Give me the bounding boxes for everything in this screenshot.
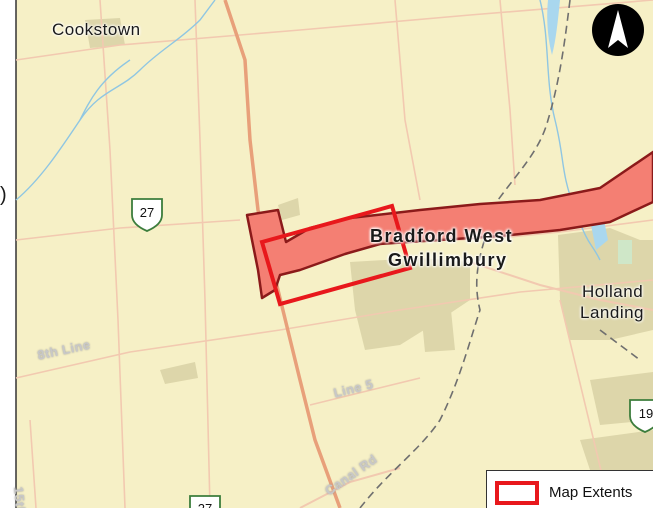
highway-27-shield-upper: 27 [131,198,163,232]
bradford-label-line2: Gwillimbury [388,250,508,270]
svg-text:27: 27 [140,205,154,220]
holland-landing-label: Holland Landing [580,281,653,323]
svg-text:19: 19 [639,406,653,421]
bradford-label-line1: Bradford West [370,226,514,246]
15th-road-label: 15th [11,486,29,508]
holland-label-line1: Holland [582,282,644,301]
svg-text:27: 27 [198,501,212,508]
north-arrow-icon [592,4,644,56]
watercourses [15,0,601,261]
secondary-road [469,261,653,311]
map-margin-fragment: ) [0,184,8,206]
municipal-boundary-east [599,329,641,361]
municipal-boundary [359,0,571,508]
map-extents-rectangle [259,203,413,307]
map-extents-swatch [495,481,539,505]
bradford-west-gwillimbury-label: Bradford West Gwillimbury [370,224,560,272]
cookstown-label: Cookstown [52,20,141,39]
map-margin [0,0,16,508]
river-water [547,0,560,55]
map-extents-legend-label: Map Extents [549,484,633,501]
map-legend: Map Extents [486,470,653,508]
holland-label-line2: Landing [580,303,645,322]
canal-rd-road [299,467,401,508]
highway-27-shield-lower: 27 [189,495,221,508]
highway-shield-right: 19 [629,399,653,433]
